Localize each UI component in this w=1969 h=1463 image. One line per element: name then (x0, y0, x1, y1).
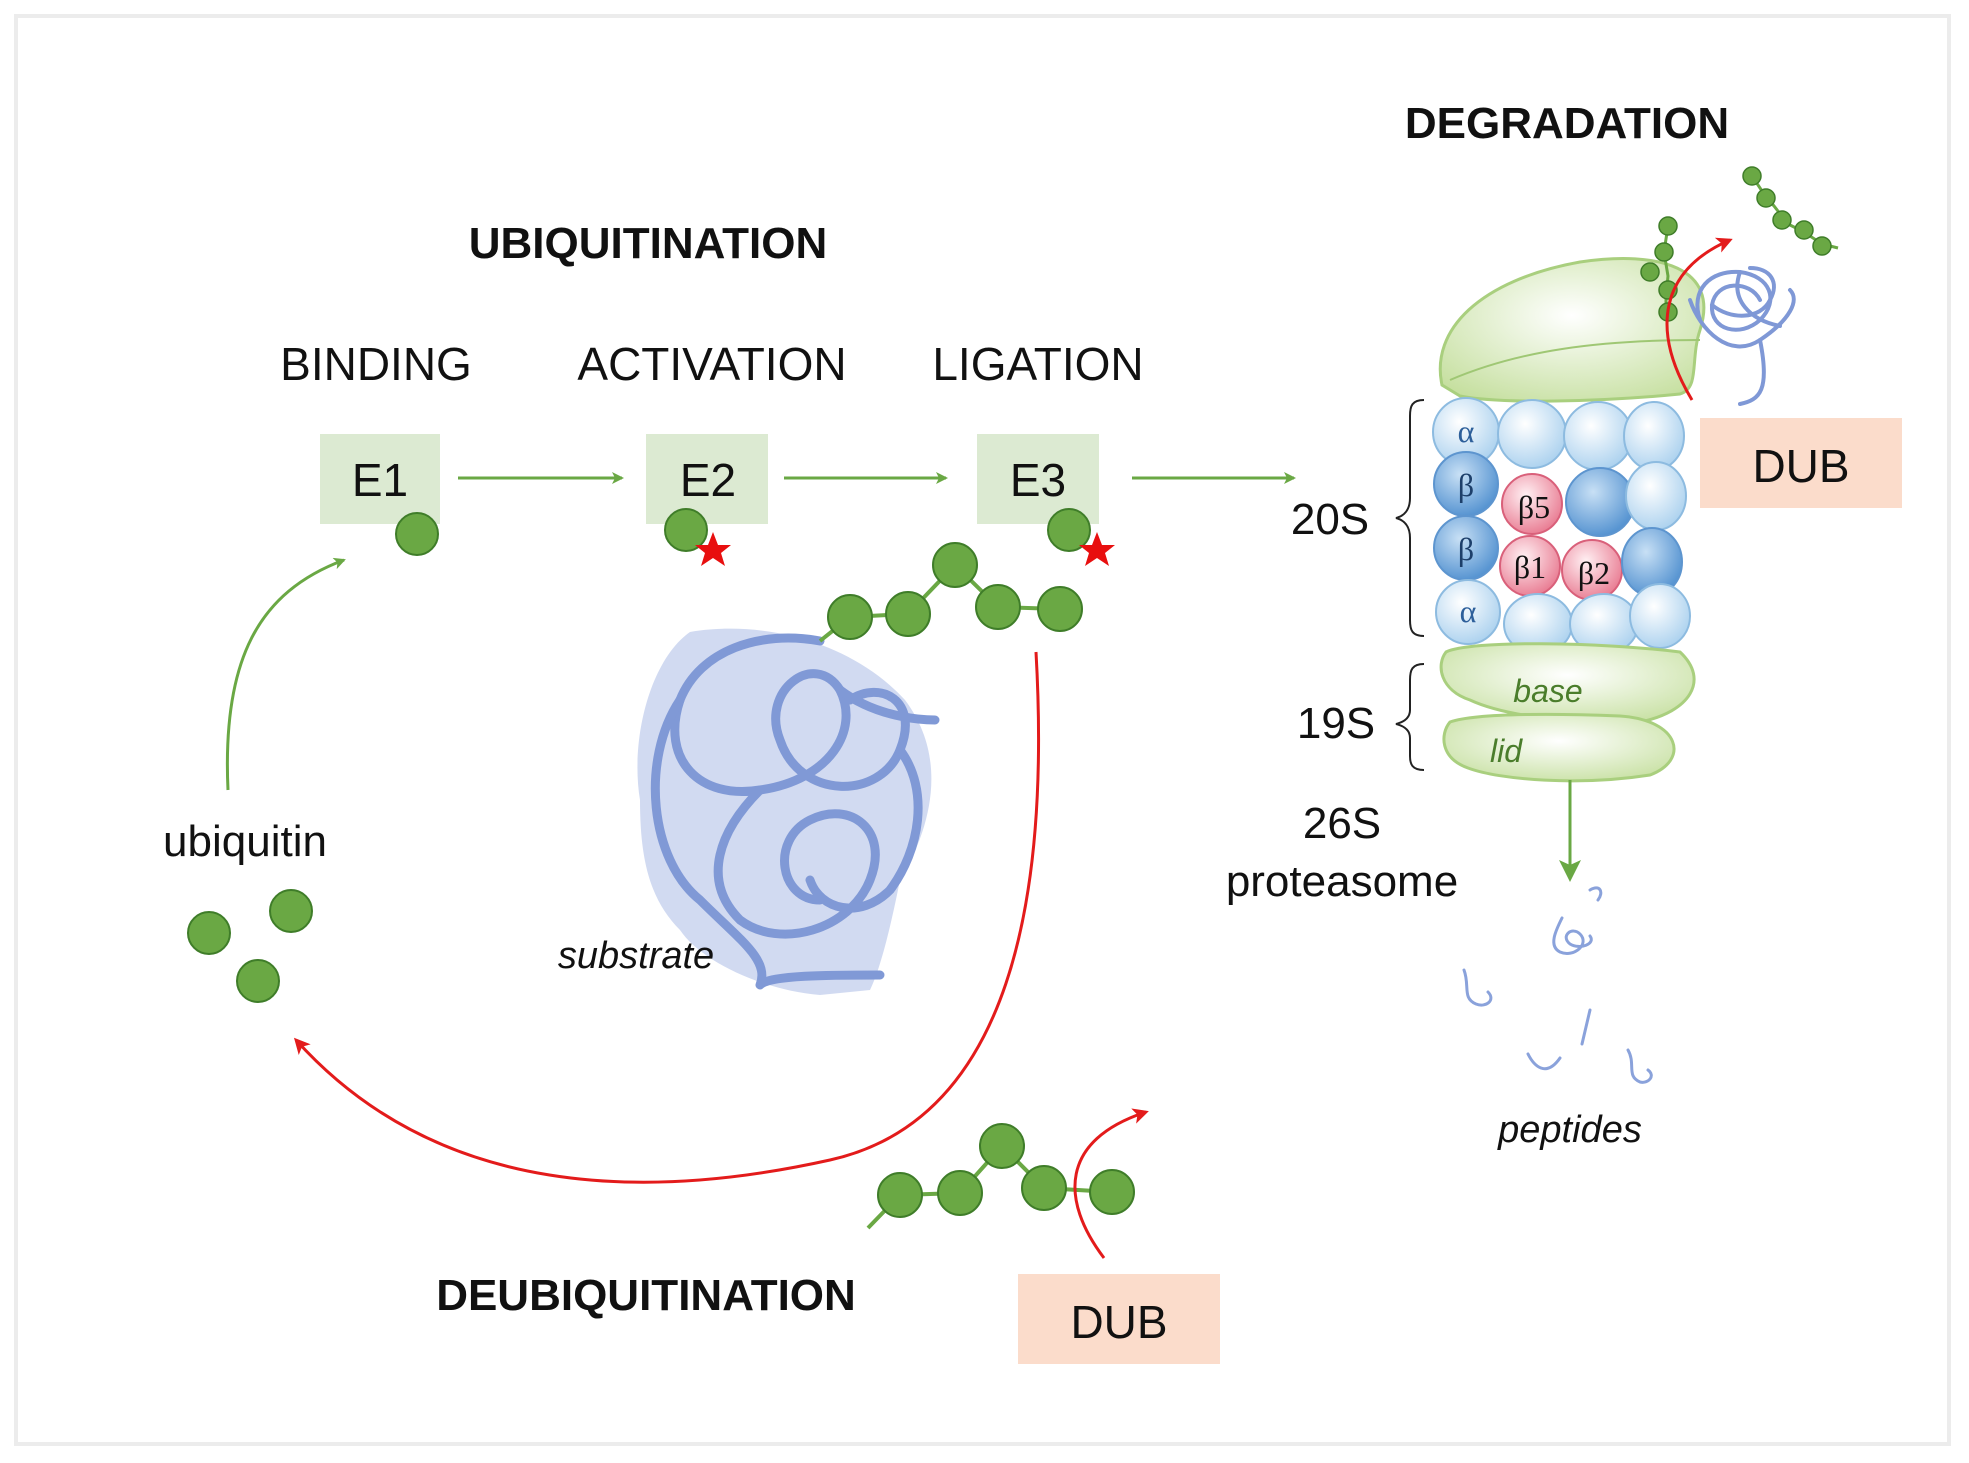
ubiquitin-label: ubiquitin (163, 817, 327, 866)
beta-subunit-label: β (1458, 531, 1474, 567)
proteasome-26s: α β β α β5 β1 β2 base lid (1432, 257, 1706, 783)
ubiquitin-monomer (1640, 262, 1660, 282)
thioester-star-icon (1079, 532, 1115, 566)
ubiquitin-monomer (1021, 1165, 1067, 1211)
ubiquitin-monomer (1756, 188, 1776, 208)
ubiquitin-monomer (885, 591, 931, 637)
dub-cleavage-arrow-bottom (1073, 1108, 1149, 1259)
thioester-star-icon (695, 532, 731, 566)
19s-base (1439, 642, 1696, 724)
degradation-heading: DEGRADATION (1405, 99, 1729, 148)
ubiquitin-monomer (877, 1172, 923, 1218)
unfolding-substrate-icon (1688, 266, 1796, 406)
ligation-label: LIGATION (932, 338, 1143, 390)
ubiquitin-monomer (932, 542, 978, 588)
lid-label: lid (1490, 733, 1523, 769)
polyubiquitin-chain-on-substrate (818, 542, 1083, 643)
ubiquitin-monomer (1742, 166, 1762, 186)
e3-enzyme: E3 (977, 434, 1115, 566)
ubiquitin-monomer (979, 1123, 1025, 1169)
20s-core-particle (1432, 397, 1691, 655)
ubiquitin-monomer (1658, 216, 1678, 236)
beta-subunit-label: β (1458, 467, 1474, 503)
beta1-subunit-label: β1 (1514, 549, 1546, 585)
free-ubiquitin-group (187, 889, 313, 1003)
substrate-entry-arrow (1665, 237, 1733, 401)
ubiquitin-monomer (1037, 586, 1083, 632)
e1-enzyme: E1 (320, 434, 440, 556)
dub-box-bottom: DUB (1018, 1274, 1220, 1364)
ubiquitin-monomer (1812, 236, 1832, 256)
polyubiquitin-chain-bottom (866, 1123, 1135, 1230)
beta5-subunit-label: β5 (1518, 489, 1550, 525)
ubiquitin-monomer (1794, 220, 1814, 240)
20s-brace (1395, 399, 1425, 637)
peptides-label: peptides (1497, 1109, 1642, 1151)
dub-label-bottom: DUB (1070, 1296, 1167, 1348)
ubiquitin-on-e1 (395, 512, 439, 556)
ubiquitin-monomer (937, 1170, 983, 1216)
19s-label: 19S (1297, 699, 1375, 748)
ubiquitin-monomer (975, 584, 1021, 630)
ubiquitin-monomer (269, 889, 313, 933)
19s-lid (1442, 712, 1676, 783)
released-polyubiquitin-chain (1742, 166, 1839, 256)
e3-label: E3 (1010, 454, 1066, 506)
dub-box-top: DUB (1700, 418, 1902, 508)
alpha-subunit-label: α (1460, 593, 1477, 629)
19s-brace (1395, 663, 1425, 771)
19s-cap-top (1438, 257, 1706, 403)
deubiquitination-heading: DEUBIQUITINATION (436, 1271, 856, 1320)
ubiquitin-monomer (827, 594, 873, 640)
ubiquitin-monomer (1654, 242, 1674, 262)
ubiquitin-monomer (236, 959, 280, 1003)
proteasome-label: proteasome (1226, 857, 1458, 906)
deubiquitination-recycle-arrow (293, 651, 1041, 1184)
e2-label: E2 (680, 454, 736, 506)
activation-label: ACTIVATION (577, 338, 846, 390)
base-label: base (1513, 673, 1582, 709)
ubiquitin-monomer (187, 911, 231, 955)
binding-label: BINDING (280, 338, 472, 390)
substrate-protein-icon (637, 628, 940, 995)
peptide-fragments-icon (1462, 886, 1653, 1084)
arrow-ubiquitin-to-e1 (225, 557, 346, 791)
20s-label: 20S (1291, 495, 1369, 544)
beta2-subunit-label: β2 (1578, 555, 1610, 591)
e1-label: E1 (352, 454, 408, 506)
26s-label: 26S (1303, 799, 1381, 848)
dub-label-top: DUB (1752, 440, 1849, 492)
ubiquitin-monomer (1089, 1169, 1135, 1215)
ubiquitin-on-e2 (664, 508, 708, 552)
e2-enzyme: E2 (646, 434, 768, 566)
ubiquitination-heading: UBIQUITINATION (469, 219, 828, 268)
alpha-subunit-label: α (1458, 413, 1475, 449)
ubiquitin-monomer (1772, 210, 1792, 230)
ubiquitin-on-e3 (1047, 508, 1091, 552)
substrate-label: substrate (558, 935, 714, 977)
